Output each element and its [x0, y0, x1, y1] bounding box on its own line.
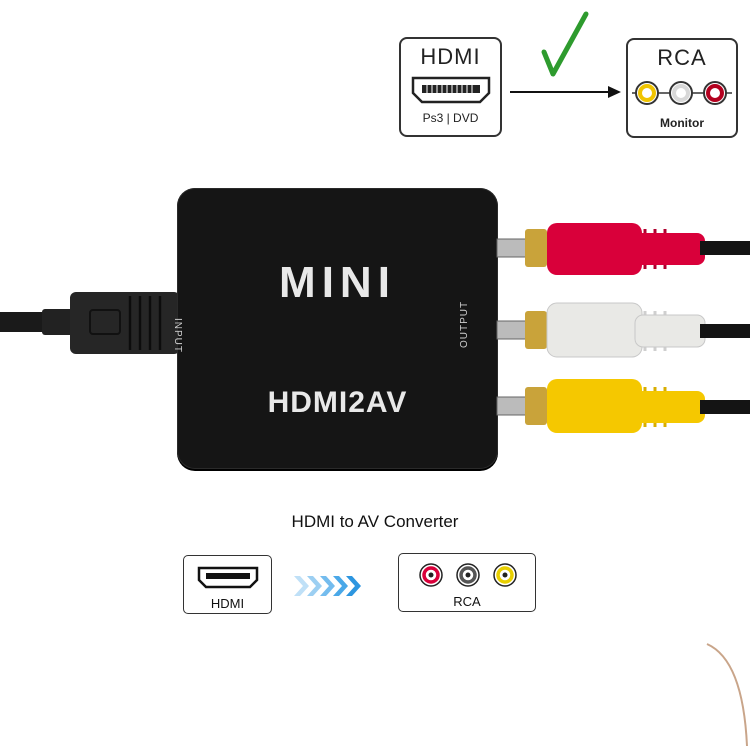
hdmi-port-icon: [197, 566, 259, 589]
output-label: OUTPUT: [459, 300, 470, 348]
rca-cables: [496, 223, 750, 433]
rca-jacks-icon: [632, 81, 732, 105]
rca-target-title: RCA: [657, 45, 707, 70]
hdmi-source-subtitle: Ps3 | DVD: [422, 111, 479, 125]
bottom-hdmi-label: HDMI: [210, 596, 245, 611]
check-icon: [541, 11, 589, 77]
hdmi-cable: [0, 292, 180, 354]
product-caption: HDMI to AV Converter: [291, 512, 459, 531]
arrow-right-icon: [510, 86, 621, 98]
rca-target-subtitle: Monitor: [660, 116, 704, 130]
chevrons-right-icon: [294, 576, 361, 596]
hdmi2av-converter-device: MINI INPUT OUTPUT HDMI2AV: [172, 188, 498, 469]
input-label: INPUT: [172, 318, 183, 353]
hdmi-source-title: HDMI: [420, 44, 481, 69]
bottom-hdmi-box: HDMI: [183, 555, 272, 614]
rca-target-box: RCA Monitor: [626, 38, 738, 138]
yellow-rca-plug: [496, 379, 750, 433]
bottom-rca-label: RCA: [453, 594, 481, 609]
rca-jacks-icon: [419, 563, 517, 587]
check-arrow-graphic: [510, 11, 621, 98]
device-name-label: HDMI2AV: [267, 386, 408, 419]
device-model-label: MINI: [279, 258, 396, 307]
white-rca-plug: [496, 302, 750, 358]
hdmi-port-icon: [411, 76, 491, 104]
red-rca-plug: [496, 223, 750, 275]
bottom-rca-box: RCA: [398, 553, 536, 612]
decorative-arc: [706, 643, 748, 747]
hdmi-source-box: HDMI Ps3 | DVD: [399, 37, 502, 137]
